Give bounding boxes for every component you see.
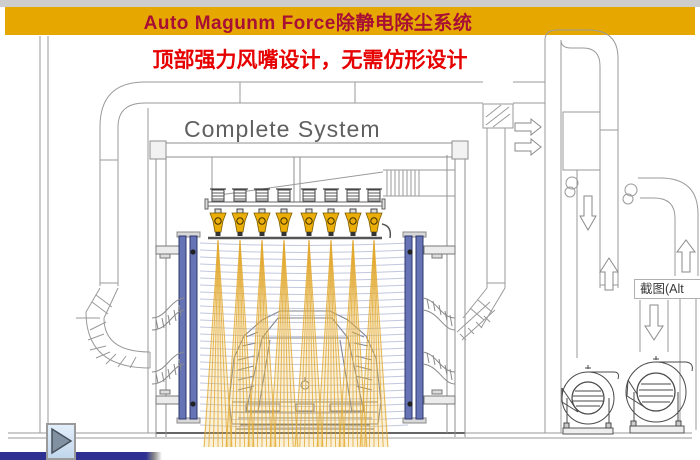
nozzle <box>365 188 383 236</box>
diagram-title: Complete System <box>184 116 381 142</box>
tunnel-frame <box>149 140 469 437</box>
flex-hoses <box>151 297 456 385</box>
bottom-bar-shadow <box>146 452 162 460</box>
play-button[interactable] <box>46 423 76 460</box>
nozzle <box>344 188 362 236</box>
right-arrow <box>514 137 542 157</box>
walls-and-floor <box>8 36 692 439</box>
fan-right <box>625 356 693 434</box>
nozzle <box>231 188 249 236</box>
spray-cones <box>203 239 389 448</box>
down-arrow <box>579 195 597 232</box>
window-edge-strip <box>0 0 700 7</box>
flow-arrows <box>514 117 696 341</box>
fan-left <box>561 365 619 435</box>
up-arrow <box>676 239 696 273</box>
nozzle <box>253 188 271 236</box>
duct-network <box>76 29 699 433</box>
right-pillar <box>402 231 456 424</box>
play-icon <box>51 427 73 455</box>
nozzle <box>322 188 340 236</box>
nozzle <box>300 188 318 236</box>
left-pillar <box>155 231 201 424</box>
nozzle-array <box>209 188 383 236</box>
nozzle <box>209 188 227 236</box>
nozzle <box>275 188 293 236</box>
subtitle-text: 顶部强力风嘴设计，无需仿形设计 <box>152 48 468 72</box>
screenshot-tooltip: 截图(Alt <box>634 279 700 299</box>
nozzle-rail <box>204 198 392 240</box>
right-arrow <box>514 117 542 137</box>
banner-title: Auto Magunm Force除静电除尘系统 <box>143 12 473 34</box>
down-arrow <box>644 304 664 341</box>
up-arrow <box>599 257 619 291</box>
